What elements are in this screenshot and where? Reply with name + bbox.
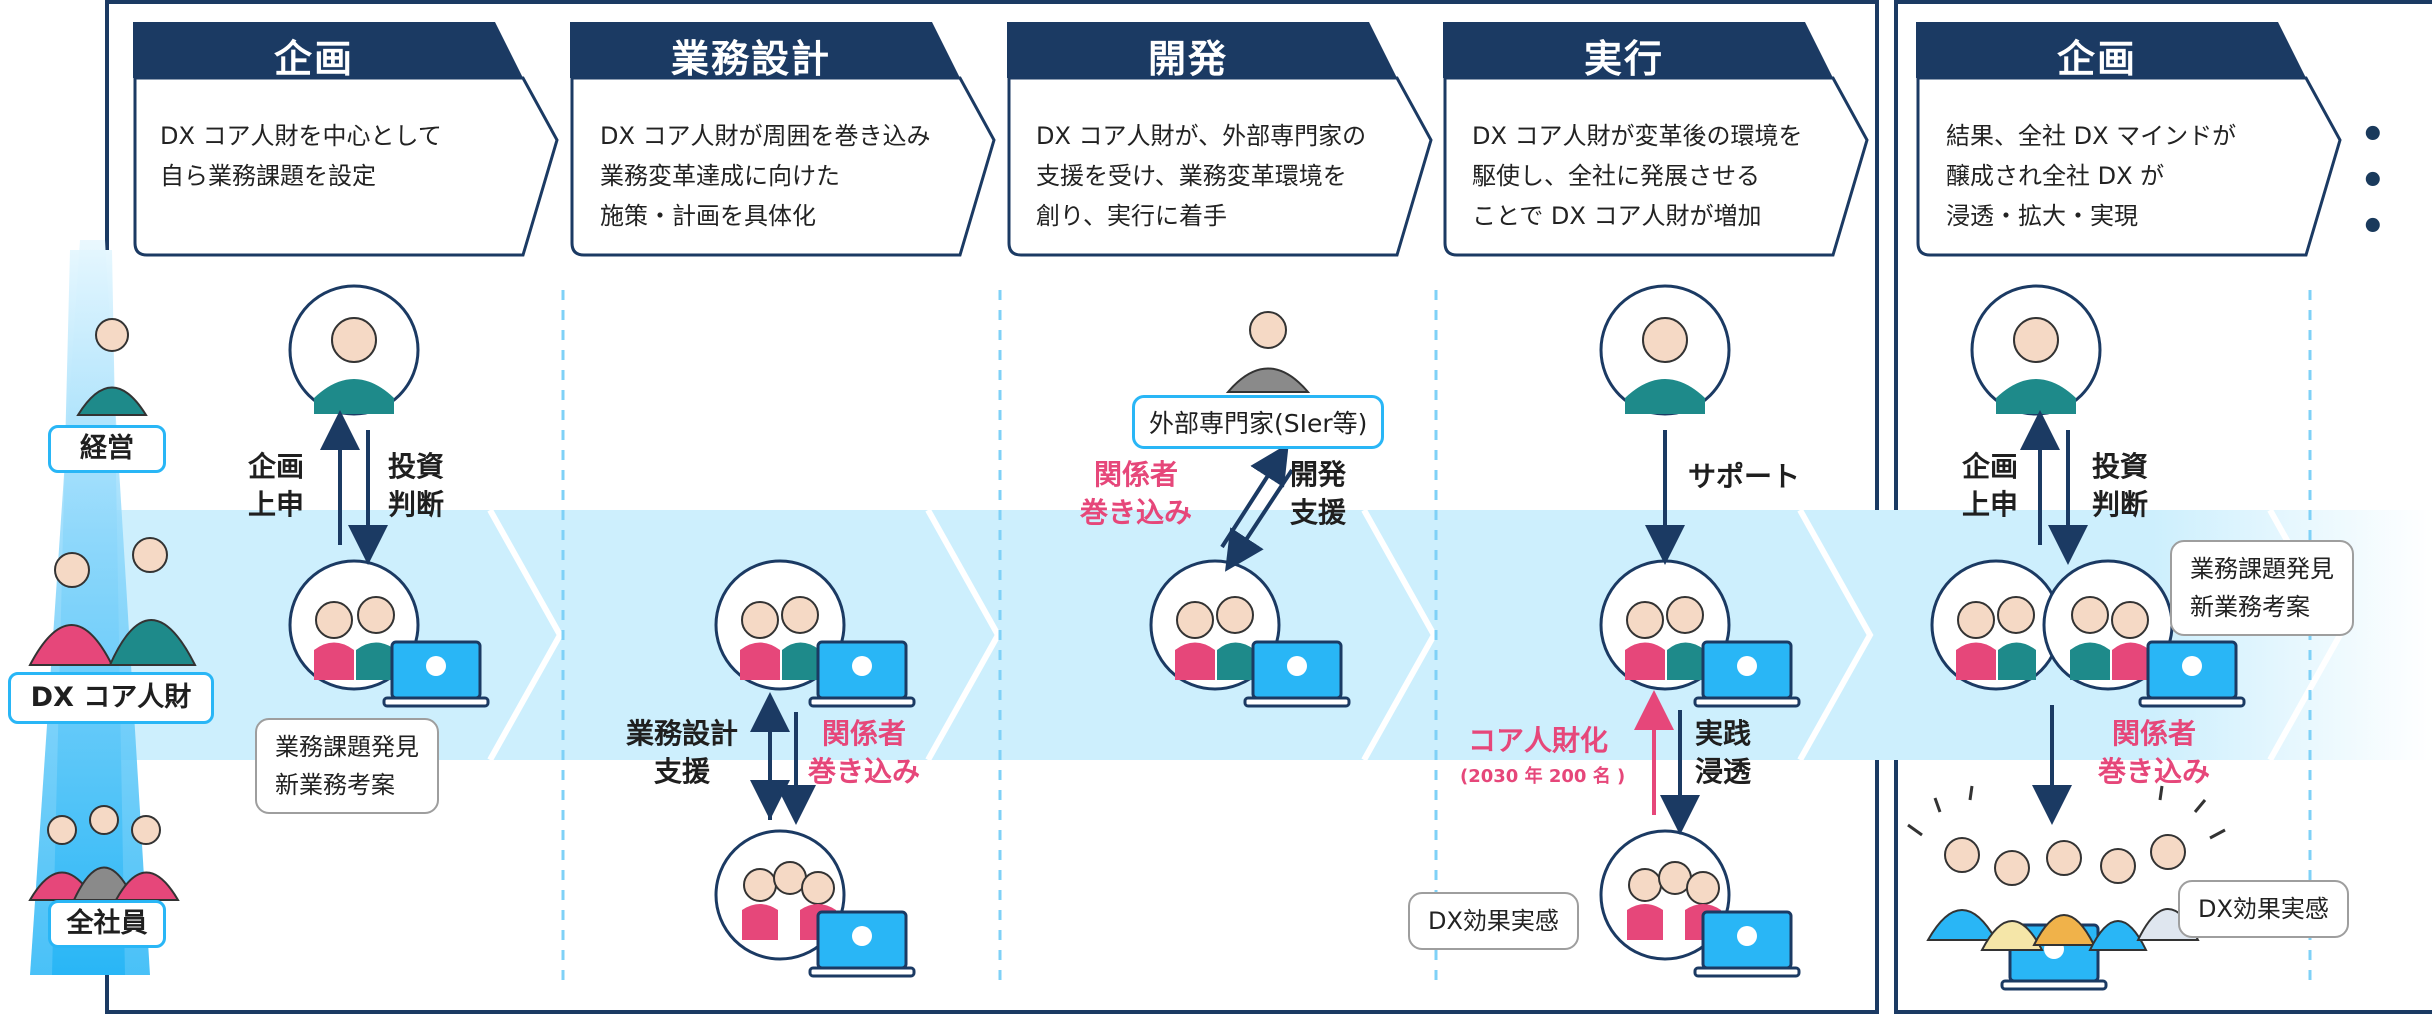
phase-1-desc: DX コア人財を中心として自ら業務課題を設定 [160,122,442,190]
phase-2-desc: DX コア人財が周囲を巻き込み業務変革達成に向けた施策・計画を具体化 [600,122,931,230]
practice-label: 実践浸透 [1695,717,1752,788]
level-all-staff: 全社員 [48,900,166,948]
continuation-ellipsis: • • • [2360,112,2392,250]
involve-label-3: 関係者巻き込み [1080,458,1193,529]
level-management: 経営 [48,425,166,473]
invest-label-5: 投資判断 [2092,450,2149,521]
laptop-lightbulb-icons [382,640,2246,991]
support-label: サポート [1688,460,1801,493]
flow-arrows [320,410,2088,835]
core-ka-sub: (2030 年 200 名 ) [1460,766,1626,787]
proposal-label-5: 企画上申 [1962,450,2019,521]
proposal-label: 企画上申 [248,450,305,521]
phase-5-desc: 結果、全社 DX マインドが醸成され全社 DX が浸透・拡大・実現 [1946,122,2237,230]
involve-label-5: 関係者巻き込み [2098,717,2211,788]
dx-effect-bubble-1: DX効果実感 [1408,892,1579,950]
design-support-label: 業務設計支援 [626,717,739,788]
issue-bubble-1: 業務課題発見新業務考案 [255,718,439,814]
involve-label-2: 関係者巻き込み [808,717,921,788]
level-dx-core: DX コア人財 [8,672,214,724]
frame-next [1894,0,2432,1014]
person-faces [314,317,2150,940]
phase-1-title: 企画 [273,37,354,81]
phase-desc-boxes [133,76,2342,257]
dev-support-label: 開発支援 [1290,458,1347,529]
invest-label: 投資判断 [388,450,445,521]
core-ka-label: コア人財化 [1468,724,1609,757]
staff-crowd [1907,785,2226,951]
issue-bubble-5: 業務課題発見新業務考案 [2170,540,2354,636]
phase-headers [133,22,2306,78]
phase-3-desc: DX コア人財が、外部専門家の支援を受け、業務変革環境を創り、実行に着手 [1036,122,1367,230]
phase-2-title: 業務設計 [670,37,831,81]
phase-3-title: 開発 [1147,37,1228,81]
phase-4-title: 実行 [1583,37,1664,81]
phase-5-title: 企画 [2056,37,2137,81]
phase-4-desc: DX コア人財が変革後の環境を駆使し、全社に発展させることで DX コア人財が増… [1472,122,1803,230]
pyramid-people [28,318,197,901]
external-expert-label: 外部専門家(SIer等) [1132,395,1385,449]
expert-icon [1225,311,1311,393]
dx-effect-bubble-5: DX効果実感 [2178,880,2349,938]
